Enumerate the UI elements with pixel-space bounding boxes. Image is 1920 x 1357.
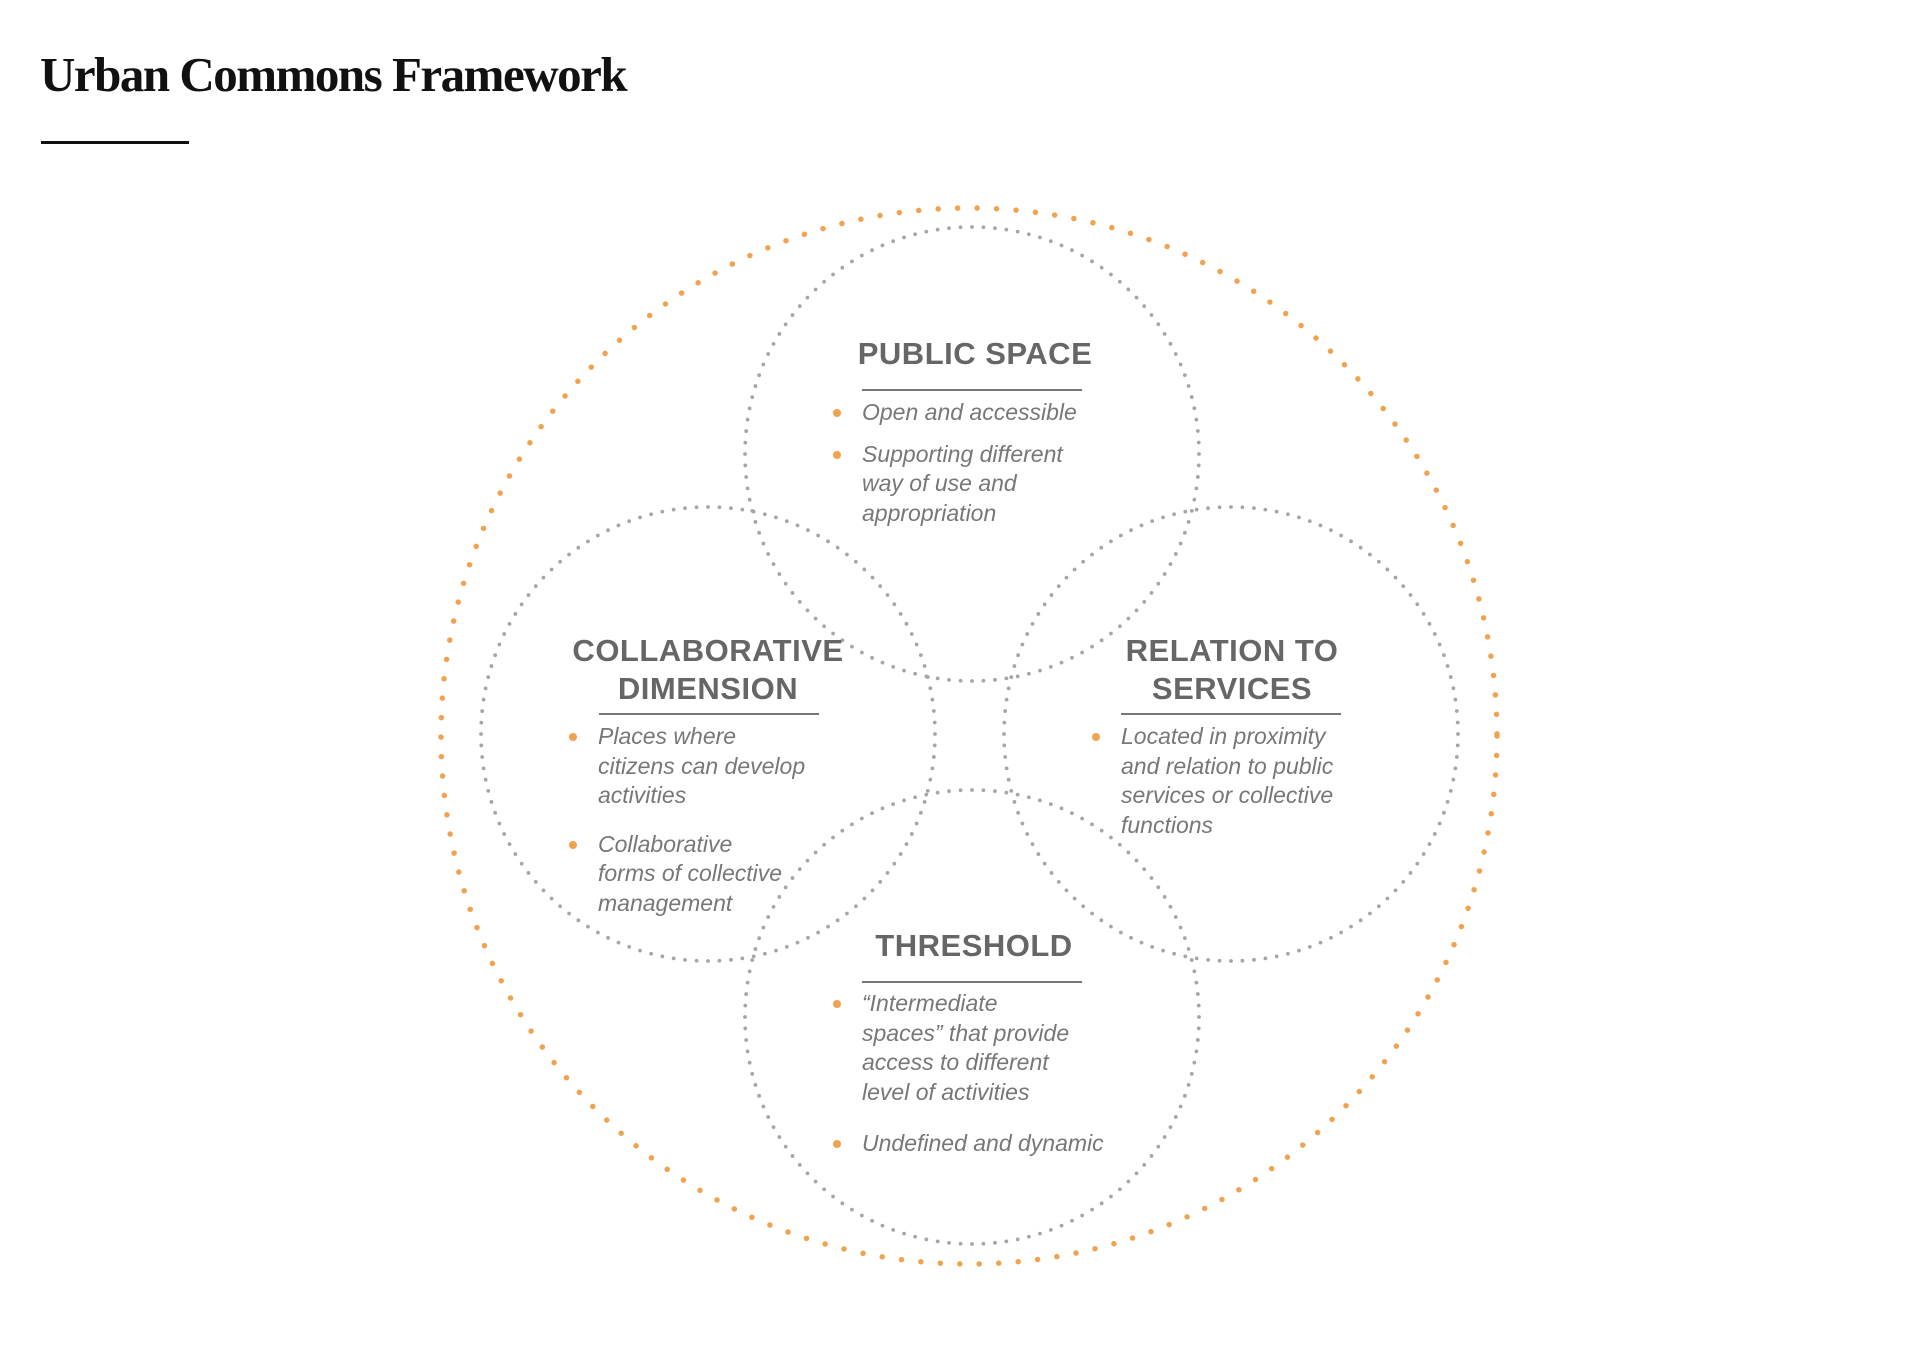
public-space-rule xyxy=(862,389,1082,391)
threshold-list: “Intermediate spaces” that provide acces… xyxy=(833,989,1104,1175)
bullet-icon xyxy=(1092,733,1100,741)
bullet-icon xyxy=(833,450,841,459)
services-heading: RELATION TO SERVICES xyxy=(1125,633,1339,706)
bullet-icon xyxy=(833,1000,841,1008)
threshold-circle xyxy=(743,788,1201,1246)
list-item: Supporting different way of use and appr… xyxy=(833,440,1077,529)
services-rule xyxy=(1121,713,1341,715)
threshold-rule xyxy=(862,981,1082,983)
title-underline xyxy=(41,141,189,144)
collaborative-rule xyxy=(599,713,819,715)
threshold-heading: THRESHOLD xyxy=(875,928,1073,963)
list-item: Places where citizens can develop activi… xyxy=(569,722,805,811)
public-space-heading: PUBLIC SPACE xyxy=(857,336,1093,371)
services-list: Located in proximity and relation to pub… xyxy=(1092,722,1333,856)
collaborative-heading: COLLABORATIVE DIMENSION xyxy=(572,633,844,706)
bullet-icon xyxy=(569,733,577,741)
bullet-icon xyxy=(833,409,841,417)
list-item: Located in proximity and relation to pub… xyxy=(1092,722,1333,840)
collaborative-list: Places where citizens can develop activi… xyxy=(569,722,805,934)
public-space-list: Open and accessible Supporting different… xyxy=(833,398,1077,544)
list-item: Collaborative forms of collective manage… xyxy=(569,830,805,919)
outer-commons-circle xyxy=(438,205,1500,1267)
collaborative-circle xyxy=(479,505,937,963)
list-item: “Intermediate spaces” that provide acces… xyxy=(833,989,1104,1107)
bullet-icon xyxy=(833,1140,841,1148)
list-item: Undefined and dynamic xyxy=(833,1129,1104,1159)
list-item: Open and accessible xyxy=(833,398,1077,428)
public-space-circle xyxy=(743,225,1201,683)
bullet-icon xyxy=(569,840,577,849)
page-title: Urban Commons Framework xyxy=(40,47,628,102)
services-circle xyxy=(1002,505,1460,963)
